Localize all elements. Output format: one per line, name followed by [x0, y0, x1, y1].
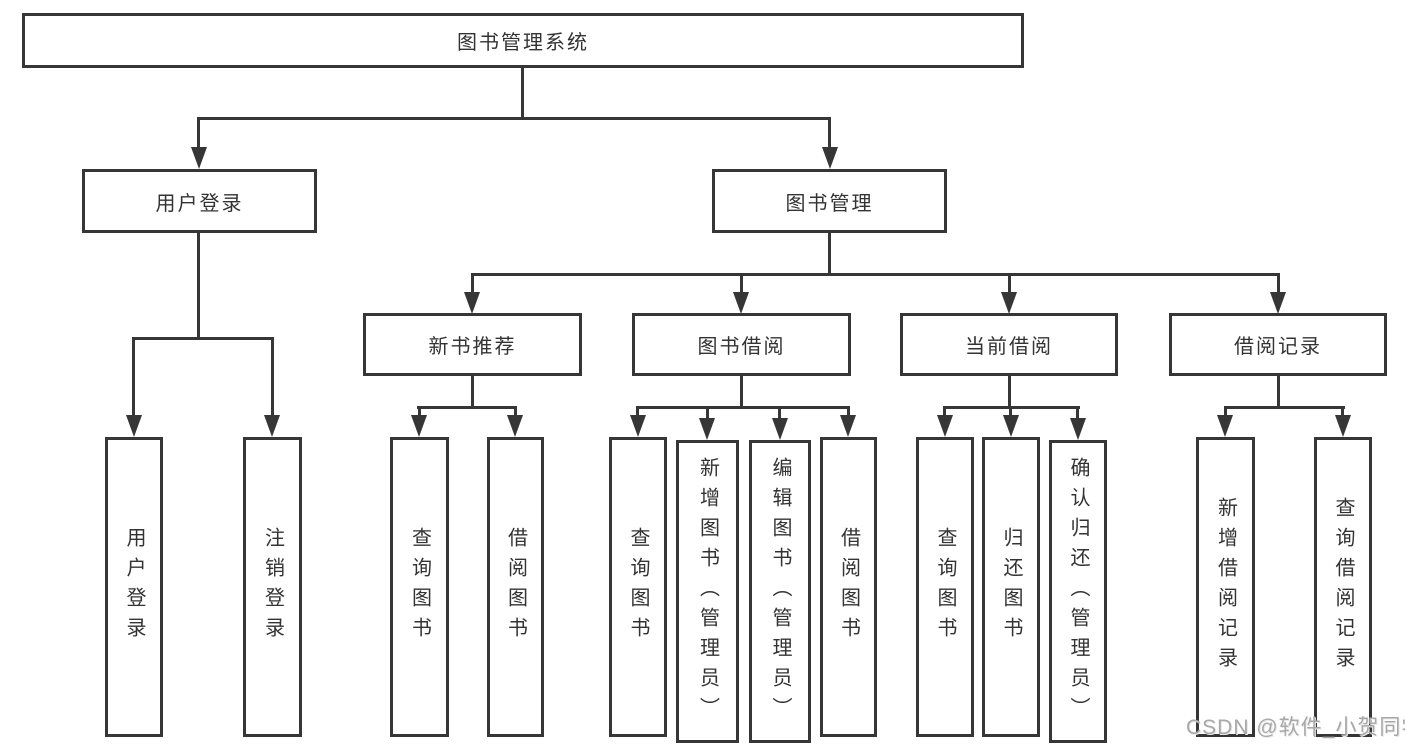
leaf-newrec-borrow-books: 借阅图书 — [487, 437, 544, 737]
leaf-records-query-record: 查询借阅记录 — [1314, 437, 1372, 737]
node-borrow-records: 借阅记录 — [1169, 313, 1387, 376]
leaf-logout-login: 注销登录 — [243, 437, 302, 737]
arrowhead — [507, 415, 523, 437]
edge-arrow-shaft — [636, 406, 639, 417]
edge-bookmgmt-horizontal — [471, 273, 1280, 276]
leaf-borrow-add-books-admin: 新增图书（管理员） — [676, 440, 739, 743]
arrowhead — [411, 415, 427, 437]
edge-records-vertical — [1277, 376, 1280, 409]
arrowhead — [1335, 415, 1351, 437]
edge-arrow-shaft — [706, 406, 709, 420]
arrowhead — [822, 147, 838, 169]
edge-userlogin-horizontal — [132, 337, 274, 340]
leaf-borrow-query-books: 查询图书 — [609, 437, 667, 737]
edge-arrow-shaft — [1009, 406, 1012, 417]
leaf-borrow-edit-books-admin: 编辑图书（管理员） — [749, 440, 811, 743]
edge-newrec-horizontal — [417, 406, 517, 409]
edge-newrec-vertical — [471, 376, 474, 409]
edge-root-vertical — [521, 68, 524, 120]
edge-arrow-shaft — [1008, 273, 1011, 294]
node-book-borrow: 图书借阅 — [632, 313, 851, 376]
edge-arrow-shaft — [197, 117, 200, 150]
edge-arrow-shaft — [828, 117, 831, 150]
leaf-borrow-borrow-books: 借阅图书 — [820, 437, 877, 737]
arrowhead — [772, 418, 788, 440]
leaf-user-login: 用户登录 — [105, 437, 163, 737]
edge-current-vertical — [1008, 376, 1011, 409]
leaf-newrec-query-books: 查询图书 — [390, 437, 449, 737]
edge-bookmgmt-vertical — [828, 233, 831, 275]
arrowhead — [1003, 415, 1019, 437]
arrowhead — [126, 415, 142, 437]
arrowhead — [1001, 292, 1017, 314]
edge-records-horizontal — [1224, 406, 1345, 409]
arrowhead — [464, 292, 480, 314]
arrowhead — [1270, 292, 1286, 314]
arrowhead — [1217, 415, 1233, 437]
edge-arrow-shaft — [847, 406, 850, 417]
arrowhead — [630, 415, 646, 437]
edge-root-horizontal — [197, 117, 831, 120]
edge-arrow-shaft — [271, 337, 274, 417]
edge-arrow-shaft — [740, 273, 743, 294]
leaf-records-add-record: 新增借阅记录 — [1196, 437, 1255, 737]
node-system-root: 图书管理系统 — [22, 13, 1024, 68]
edge-borrow-horizontal — [636, 406, 850, 409]
csdn-watermark: CSDN @软件_小贺同学 — [1186, 716, 1405, 739]
arrowhead — [264, 415, 280, 437]
edge-userlogin-vertical — [197, 233, 200, 340]
edge-borrow-vertical — [740, 376, 743, 409]
leaf-current-confirm-return-admin: 确认归还（管理员） — [1049, 440, 1107, 743]
edge-arrow-shaft — [132, 337, 135, 417]
edge-arrow-shaft — [1224, 406, 1227, 417]
arrowhead — [1070, 418, 1086, 440]
edge-arrow-shaft — [471, 273, 474, 294]
leaf-current-return-books: 归还图书 — [982, 437, 1040, 737]
edge-arrow-shaft — [418, 406, 421, 417]
arrowhead — [699, 418, 715, 440]
node-new-book-recommend: 新书推荐 — [363, 313, 582, 376]
leaf-current-query-books: 查询图书 — [916, 437, 974, 737]
edge-arrow-shaft — [1341, 406, 1344, 417]
edge-arrow-shaft — [778, 406, 781, 420]
node-current-borrow: 当前借阅 — [900, 313, 1118, 376]
edge-arrow-shaft — [943, 406, 946, 417]
arrowhead — [840, 415, 856, 437]
node-book-management: 图书管理 — [712, 169, 947, 233]
arrowhead — [191, 147, 207, 169]
node-user-login: 用户登录 — [82, 169, 317, 233]
arrowhead — [733, 292, 749, 314]
edge-arrow-shaft — [1277, 273, 1280, 294]
arrowhead — [937, 415, 953, 437]
edge-arrow-shaft — [1076, 406, 1079, 420]
edge-arrow-shaft — [514, 406, 517, 417]
